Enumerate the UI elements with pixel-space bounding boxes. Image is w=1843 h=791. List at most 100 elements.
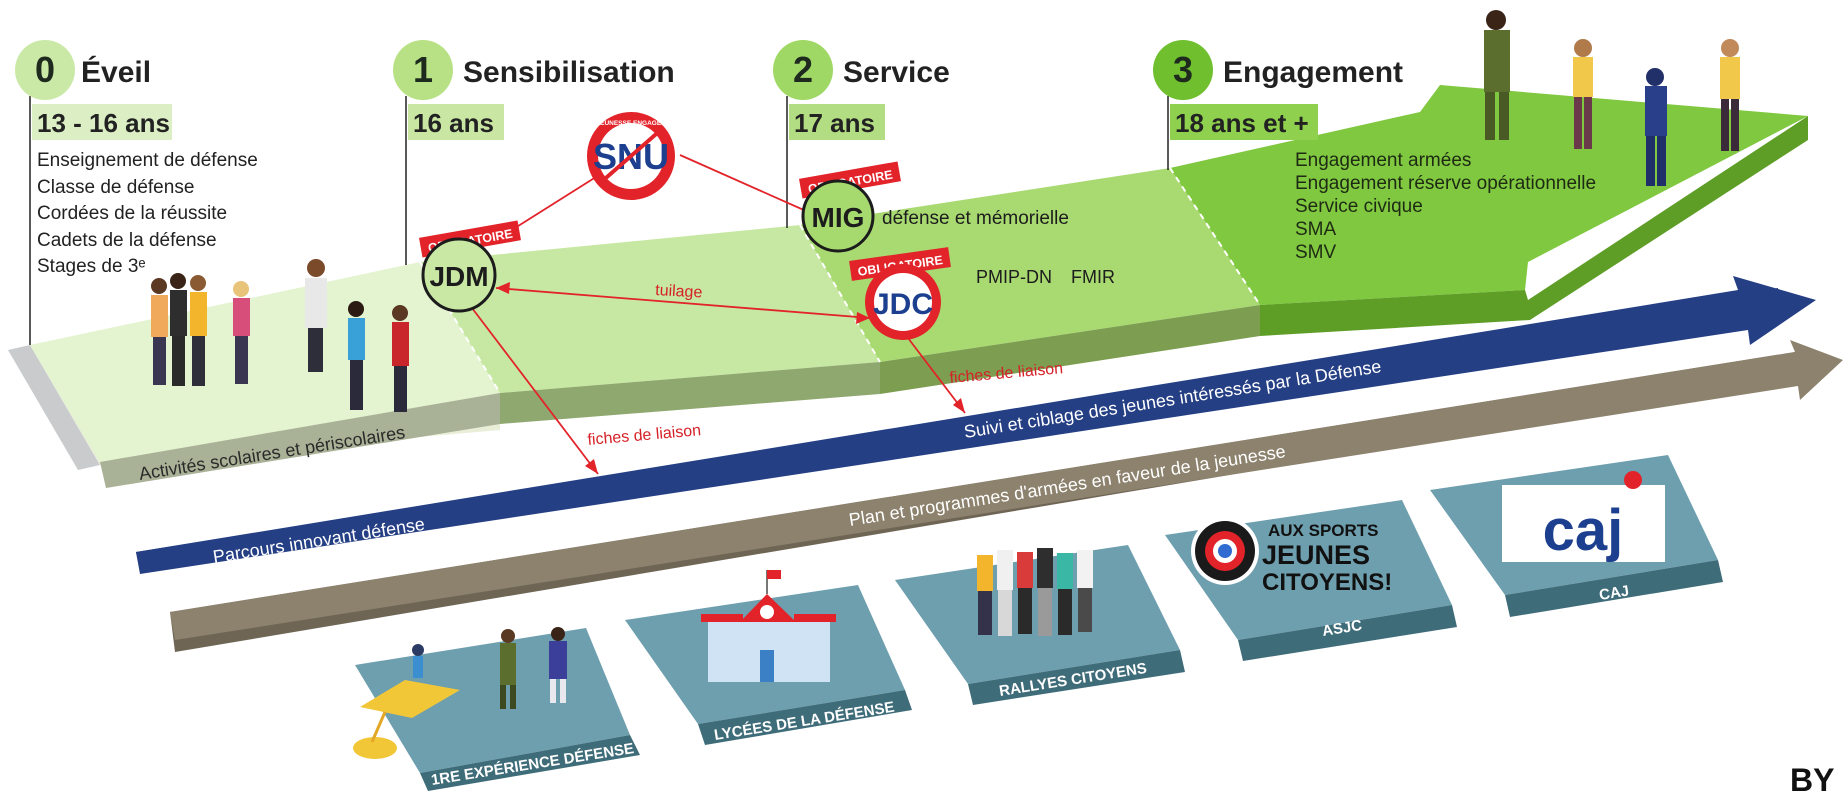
band-parcours-top bbox=[136, 276, 1816, 574]
platform-1-front bbox=[420, 735, 640, 791]
group-people-icon bbox=[977, 548, 1093, 636]
segment-0-front bbox=[100, 393, 500, 488]
stage-0-header: 0 Éveil 13 - 16 ans Enseignement de défe… bbox=[15, 40, 258, 277]
jdm-text: JDM bbox=[429, 261, 488, 292]
stage-0-item: Stages de 3ᵉ bbox=[37, 256, 145, 277]
fiches-arrow-1 bbox=[471, 307, 599, 475]
stage-3-item: Engagement armées bbox=[1295, 150, 1471, 171]
students-group-icon bbox=[151, 259, 409, 412]
platform-5-front bbox=[1505, 560, 1723, 617]
stage-1-age-bg bbox=[408, 104, 504, 140]
stage-3-item: SMA bbox=[1295, 219, 1337, 240]
stage-0-age-bg bbox=[32, 104, 172, 140]
school-door-icon bbox=[760, 650, 774, 682]
fiches-arrowhead-1 bbox=[585, 459, 598, 474]
student-head-icon bbox=[348, 301, 364, 317]
young-man-leg-icon bbox=[1731, 99, 1739, 151]
student-legs-icon bbox=[394, 366, 407, 412]
stage-3-item: Engagement réserve opérationnelle bbox=[1295, 173, 1596, 194]
jdc-text: JDC bbox=[873, 288, 933, 321]
soldier-body-icon bbox=[1484, 30, 1510, 92]
stage-0-item: Enseignement de défense bbox=[37, 150, 258, 171]
jdm-circle bbox=[421, 237, 497, 313]
stage-3-age: 18 ans et + bbox=[1175, 108, 1309, 138]
stage-2-age: 17 ans bbox=[794, 108, 875, 138]
student-legs-icon bbox=[153, 337, 166, 385]
student-head-icon bbox=[170, 273, 186, 289]
soldier-body-icon bbox=[500, 643, 516, 685]
civilian-icon bbox=[551, 627, 565, 641]
student-head-icon bbox=[190, 275, 206, 291]
student-head-icon bbox=[233, 281, 249, 297]
platform-asjc: AUX SPORTS JEUNES CITOYENS! ASJC bbox=[1165, 500, 1457, 661]
stage-0-title: Éveil bbox=[81, 55, 151, 89]
segment-0-top bbox=[30, 262, 500, 462]
stage-3-item: SMV bbox=[1295, 242, 1337, 263]
platform-rallyes: RALLYES CITOYENS bbox=[895, 545, 1185, 705]
school-clock-icon bbox=[760, 605, 774, 619]
asjc-logo-line: AUX SPORTS bbox=[1268, 521, 1379, 540]
segment-2-front bbox=[880, 305, 1260, 394]
tuilage-arrowhead-right bbox=[856, 312, 870, 324]
woman-body-icon bbox=[1573, 57, 1593, 97]
platform-5-label: CAJ bbox=[1598, 582, 1630, 603]
student-icon bbox=[190, 292, 207, 336]
stage-1-title: Sensibilisation bbox=[463, 56, 675, 89]
person-legs-icon bbox=[998, 590, 1012, 636]
person-icon bbox=[1037, 548, 1053, 588]
soldier-icon bbox=[501, 629, 515, 643]
mig-circle bbox=[801, 179, 875, 253]
stage-3-number: 3 bbox=[1173, 49, 1193, 90]
tuilage-arrowhead-left bbox=[496, 282, 510, 294]
stage-1-header: 1 Sensibilisation 16 ans bbox=[393, 40, 675, 140]
tuilage-arrow bbox=[495, 287, 871, 319]
person-icon bbox=[977, 555, 993, 591]
stage-2-header: 2 Service 17 ans bbox=[773, 40, 950, 140]
officer-leg-icon bbox=[1657, 136, 1666, 186]
civilian-leg-icon bbox=[550, 679, 556, 703]
stage-0-age: 13 - 16 ans bbox=[37, 108, 170, 138]
platform-1-yellow-pad bbox=[360, 680, 460, 718]
stage-0-number-circle bbox=[15, 40, 75, 100]
stage-rules bbox=[29, 96, 1169, 345]
segment-3-front bbox=[1260, 116, 1808, 336]
asjc-logo-line: JEUNES bbox=[1262, 540, 1370, 570]
teacher-legs-icon bbox=[308, 328, 323, 372]
snu-ring-text: JEUNESSE ENGAGÉE bbox=[597, 118, 667, 127]
school-roof-right-icon bbox=[794, 614, 836, 622]
person-body-icon bbox=[413, 656, 423, 678]
student-icon bbox=[151, 295, 168, 337]
stage-1-number: 1 bbox=[413, 49, 433, 90]
soldier-head-icon bbox=[1486, 10, 1506, 30]
segment-1-front bbox=[500, 362, 880, 424]
student-legs-icon bbox=[350, 360, 363, 410]
woman-leg-icon bbox=[1574, 97, 1582, 149]
mig-text: MIG bbox=[812, 202, 865, 233]
person-legs-icon bbox=[1018, 588, 1032, 634]
stage-3-title: Engagement bbox=[1223, 56, 1403, 89]
fiches-label-1: fiches de liaison bbox=[587, 422, 702, 449]
snu-badge: JEUNESSE ENGAGÉE SNU bbox=[587, 112, 675, 200]
stage-3-header: 3 Engagement 18 ans et + Engagement armé… bbox=[1153, 40, 1596, 263]
stage-2-title: Service bbox=[843, 56, 950, 89]
pmip-label: PMIP-DN bbox=[976, 267, 1052, 287]
platform-2-front bbox=[698, 690, 912, 745]
jdc-inner-disc bbox=[874, 273, 932, 331]
stage-1-number-circle bbox=[393, 40, 453, 100]
soldier-leg-icon bbox=[500, 685, 506, 709]
student-icon bbox=[170, 290, 187, 336]
fmir-label: FMIR bbox=[1071, 267, 1115, 287]
jdc-obligatoire-tag bbox=[849, 247, 951, 281]
stage-0-item: Cordées de la réussite bbox=[37, 203, 227, 224]
young-man-leg-icon bbox=[1721, 99, 1729, 151]
stage-2-age-bg bbox=[789, 104, 885, 140]
person-icon bbox=[1057, 553, 1073, 589]
soldier-leg-icon bbox=[510, 685, 516, 709]
divider-2-3 bbox=[1169, 167, 1261, 306]
snu-slash bbox=[597, 126, 665, 186]
divider-1-2 bbox=[799, 224, 881, 363]
platform-3-front bbox=[968, 650, 1185, 705]
caj-logo-dot bbox=[1624, 471, 1642, 489]
